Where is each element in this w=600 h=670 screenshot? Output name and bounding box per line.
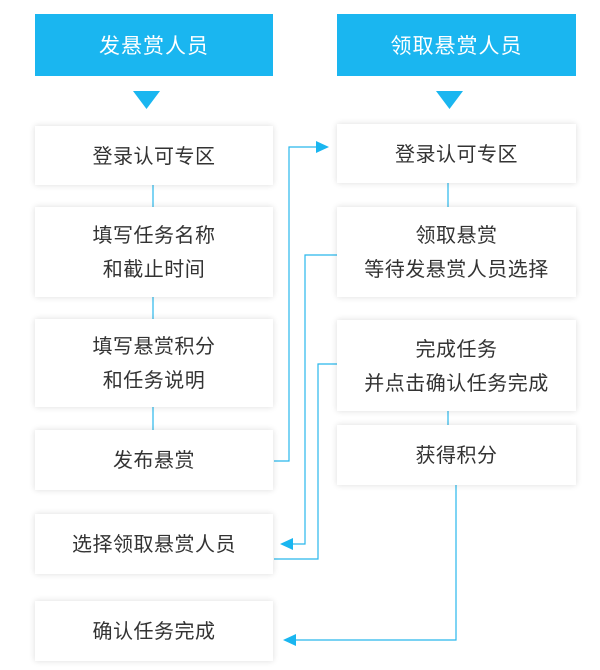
step-line: 领取悬赏 [415,223,498,247]
step-line: 登录认可专区 [92,143,216,168]
step-publish-bounty: 发布悬赏 [35,430,273,490]
step-claim-bounty: 领取悬赏 等待发悬赏人员选择 [337,207,576,297]
arrowhead-confirm [283,634,296,646]
step-line: 登录认可专区 [395,141,518,166]
arrowhead-select [280,538,293,550]
step-line: 获得积分 [415,443,498,467]
step-line: 等待发悬赏人员选择 [364,257,549,281]
step-line: 和截止时间 [102,257,206,281]
connector-publish-to-receiver-login [274,146,318,462]
step-line: 填写悬赏积分 [92,334,216,358]
step-select-receiver: 选择领取悬赏人员 [35,514,273,574]
connector-claim-to-select [291,254,337,545]
step-points-description: 填写悬赏积分 和任务说明 [35,319,273,407]
step-line: 确认任务完成 [92,619,216,643]
connector-points-to-confirm [294,485,457,641]
header-receiver-label: 领取悬赏人员 [390,34,523,58]
step-receiver-login: 登录认可专区 [337,124,576,183]
step-earn-points: 获得积分 [337,425,576,485]
down-arrow-publisher [133,91,160,109]
header-publisher-label: 发悬赏人员 [99,34,209,58]
step-line: 填写任务名称 [92,223,216,247]
step-line: 完成任务 [415,336,498,361]
step-confirm-completion: 确认任务完成 [35,601,273,661]
step-line: 发布悬赏 [113,448,195,472]
header-publisher: 发悬赏人员 [35,14,273,76]
step-line: 并点击确认任务完成 [364,370,549,395]
step-line: 和任务说明 [102,368,206,392]
connector-select-to-complete [274,363,337,560]
step-line: 选择领取悬赏人员 [72,532,236,556]
step-complete-task: 完成任务 并点击确认任务完成 [337,320,576,411]
step-publisher-login: 登录认可专区 [35,126,273,185]
arrowhead-receiver-login [316,141,329,153]
step-task-name-deadline: 填写任务名称 和截止时间 [35,207,273,297]
down-arrow-receiver [436,91,463,109]
header-receiver: 领取悬赏人员 [337,14,576,76]
